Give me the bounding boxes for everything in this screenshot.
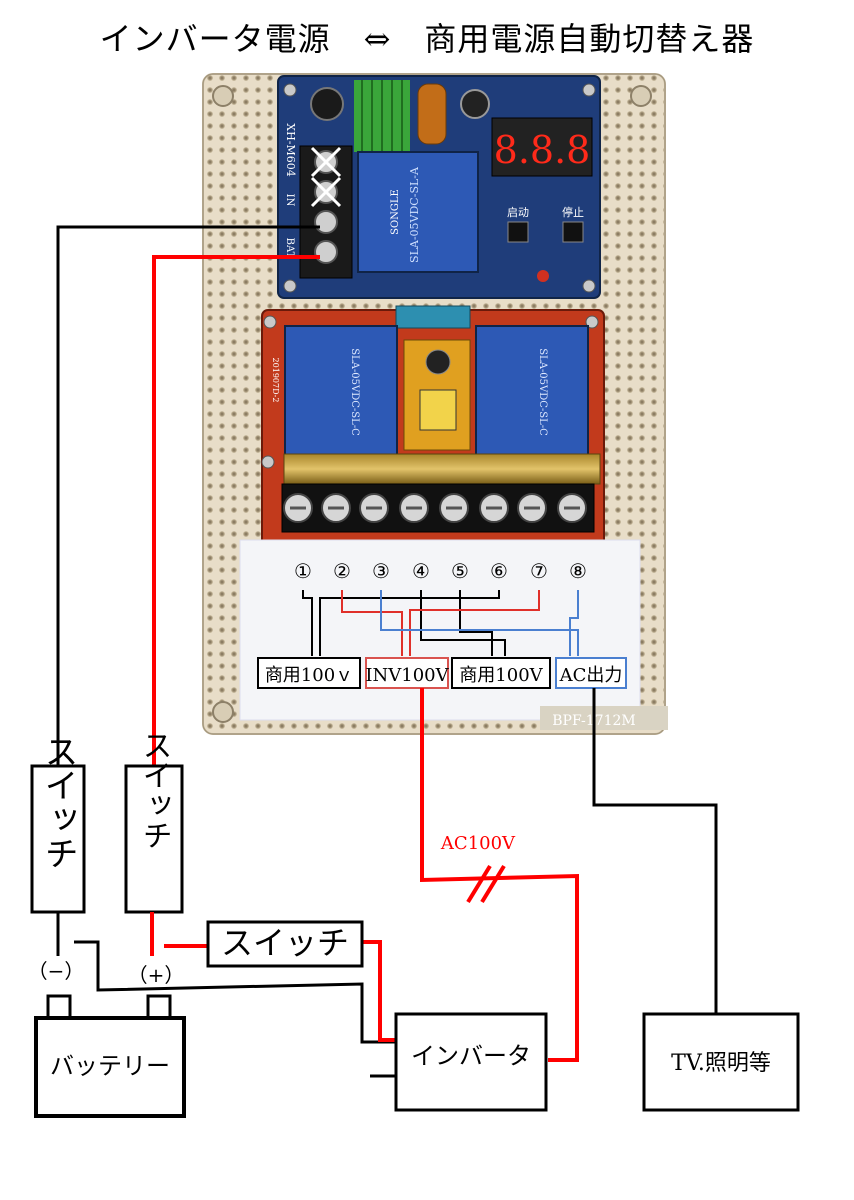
switch-positive-label: スイッチ — [137, 730, 172, 850]
switch-inverter — [206, 920, 364, 968]
start-button[interactable] — [507, 221, 529, 243]
terminal-3: ③ — [372, 559, 390, 583]
inverter-label: インバータ — [411, 1042, 531, 1070]
box-inverter-label: INV100V — [365, 665, 449, 686]
load — [642, 1012, 800, 1112]
box-ac-output-label: AC出力 — [559, 665, 623, 686]
wire-positive — [152, 255, 320, 766]
wire-negative — [56, 225, 320, 766]
stop-label: 停止 — [562, 205, 584, 219]
battery-pos-post — [146, 994, 172, 1020]
pin-bat: BAT — [284, 238, 295, 259]
battery-neg-post — [46, 994, 72, 1020]
capacitor — [310, 87, 344, 121]
terminal-6: ⑥ — [490, 559, 508, 583]
fuse-bar — [283, 453, 601, 485]
relay-top-model: SLA-05VDC-SL-A — [408, 166, 421, 263]
signal-terminal — [395, 305, 471, 329]
terminal-2: ② — [333, 559, 351, 583]
screw-hole — [630, 85, 652, 107]
wire-ac100v — [420, 688, 579, 1062]
screw-hole — [212, 85, 234, 107]
ac100v-label: AC100V — [440, 833, 516, 854]
inverter — [394, 1012, 548, 1112]
inductor — [417, 83, 447, 145]
input-terminal-block: IN BAT — [284, 145, 353, 279]
box-inverter — [365, 657, 449, 689]
card-routing — [302, 590, 579, 656]
battery — [34, 1016, 186, 1118]
negative-label: （−） — [28, 959, 85, 983]
relay-left-model: SLA-05VDC-SL-C — [349, 348, 360, 436]
positive-label: （+） — [128, 963, 185, 987]
controller-module: 8.8.8 SLA-05VDC-SL-A SONGLE XH-M604 启动 停… — [277, 75, 601, 299]
status-led — [537, 270, 549, 282]
start-label: 启动 — [507, 206, 529, 219]
terminal-8: ⑧ — [569, 559, 587, 583]
page-title: インバータ電源 ⇔ 商用電源自動切替え器 — [99, 20, 755, 58]
relay-right — [475, 325, 589, 457]
terminal-1: ① — [294, 559, 312, 583]
relay-board: SLA-05VDC-SL-C SLA-05VDC-SL-C 201907D-2 — [261, 305, 605, 547]
box-commercial-2 — [451, 657, 551, 689]
led-display — [491, 117, 593, 177]
display-digits: 8.8.8 — [494, 128, 591, 172]
box-commercial-1 — [257, 657, 361, 689]
pin-in: IN — [284, 194, 295, 207]
stop-button[interactable] — [562, 221, 584, 243]
board-code: 201907D-2 — [271, 358, 280, 403]
load-label: TV.照明等 — [671, 1051, 771, 1076]
terminal-5: ⑤ — [451, 559, 469, 583]
relay-top-brand: SONGLE — [390, 189, 401, 235]
relay-left — [284, 325, 398, 457]
wire-ac-output — [592, 688, 718, 1014]
module-id: XH-M604 — [284, 123, 297, 176]
relay-top — [357, 151, 479, 273]
box-commercial-2-label: 商用100V — [459, 665, 543, 686]
box-ac-output — [555, 657, 627, 689]
relay-right-model: SLA-05VDC-SL-C — [537, 348, 548, 436]
switch-negative-label: スイッチ — [38, 734, 78, 870]
switch-inverter-label: スイッチ — [221, 924, 349, 962]
terminal-7: ⑦ — [530, 559, 548, 583]
battery-label: バッテリー — [50, 1052, 170, 1080]
box-commercial-1-label: 商用100ｖ — [265, 665, 353, 686]
terminal-4: ④ — [412, 559, 430, 583]
screw-hole — [212, 701, 234, 723]
